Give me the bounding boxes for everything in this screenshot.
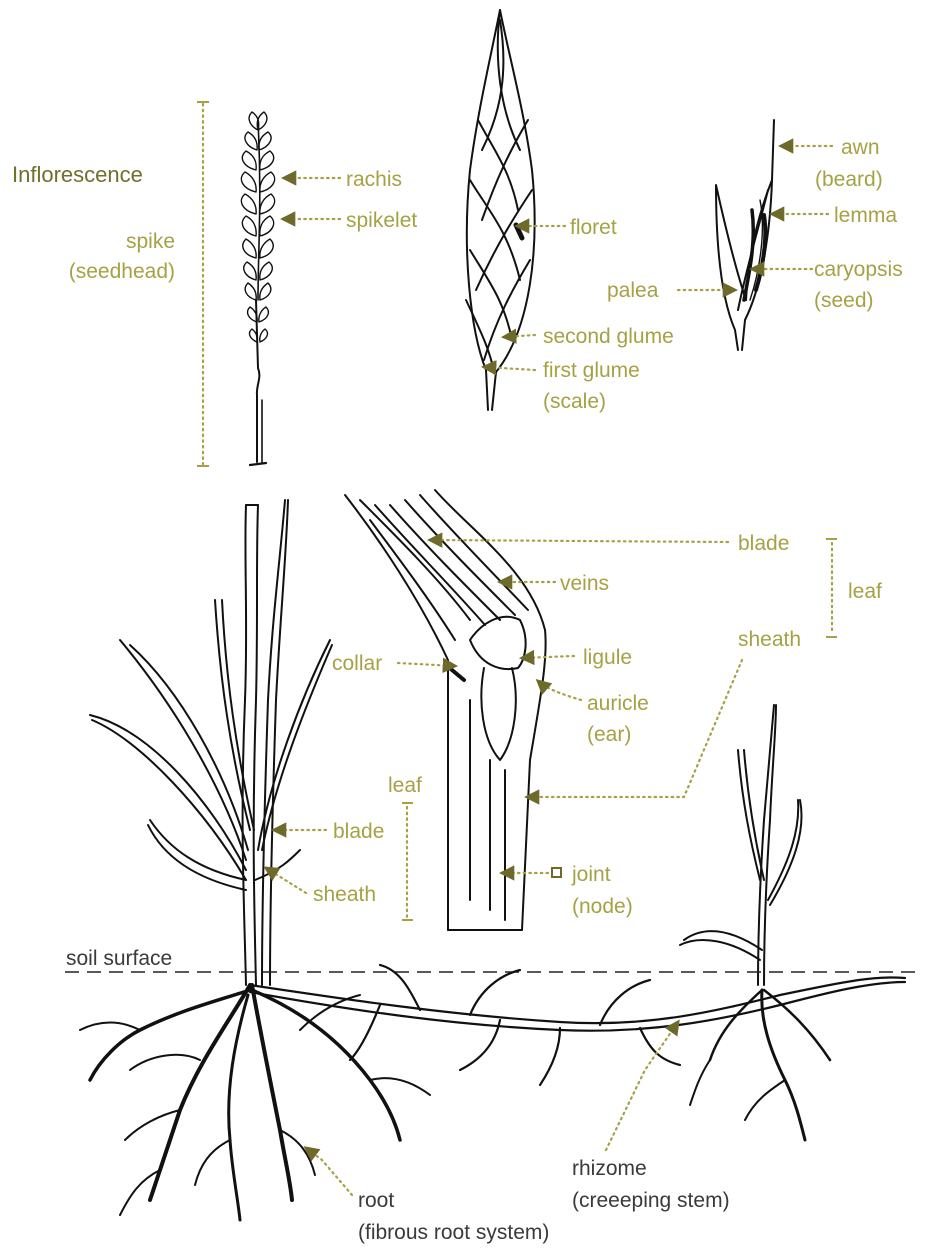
leader-sheath-right [527,660,742,797]
label-seed: (seed) [814,289,874,312]
label-joint: joint [571,863,611,886]
spikelet-cluster [241,112,274,342]
leaf-bracket-left [402,803,413,920]
label-caryopsis: caryopsis [814,258,903,281]
label-sheath-right: sheath [738,628,801,651]
label-seedhead: (seedhead) [69,260,175,283]
label-beard: (beard) [815,168,883,191]
label-ligule: ligule [583,646,632,669]
label-second-glume: second glume [543,325,674,348]
label-floret: floret [570,216,617,239]
label-first-glume: first glume [543,359,640,382]
leader-ligule [522,656,574,658]
label-lemma: lemma [834,204,897,227]
label-blade-top: blade [738,532,789,555]
label-leaf-left: leaf [388,774,422,797]
label-awn: awn [841,136,880,159]
label-blade-left: blade [333,820,384,843]
label-scale: (scale) [543,390,606,413]
spike-drawing [241,112,274,465]
label-spikelet: spikelet [346,209,417,232]
leaf-detail-drawing [345,490,546,930]
label-leaf-right: leaf [848,580,882,603]
label-sheath-left: sheath [313,883,376,906]
leader-auricle [538,681,581,700]
label-palea: palea [607,279,659,302]
label-node: (node) [572,895,633,918]
label-root: root [358,1189,394,1212]
inflorescence-bracket [197,102,209,466]
leader-second-glume [504,335,535,337]
inflorescence-heading: Inflorescence [12,162,143,187]
joint-marker-square [552,868,561,877]
label-rachis: rachis [346,168,402,191]
plant-drawing [90,500,332,985]
label-veins: veins [560,572,609,595]
spikelet-drawing [466,10,535,410]
label-fibrous-root-system: (fibrous root system) [358,1221,549,1244]
label-creeping-stem: (creeeping stem) [572,1189,730,1212]
label-rhizome: rhizome [572,1157,647,1180]
leaf-bracket-right [826,539,837,637]
label-collar: collar [332,652,382,675]
rhizome-drawing [250,965,905,1085]
small-plant-drawing [680,705,802,985]
label-spike: spike [126,230,175,253]
label-auricle: auricle [587,692,649,715]
label-soil-surface: soil surface [66,947,172,970]
label-ear: (ear) [587,723,631,746]
floret-drawing [716,120,774,350]
leader-blade-top [430,540,728,542]
leader-rhizome [606,1022,678,1150]
leader-root [306,1148,352,1195]
roots-drawing [80,985,830,1220]
leader-first-glume [484,367,535,370]
